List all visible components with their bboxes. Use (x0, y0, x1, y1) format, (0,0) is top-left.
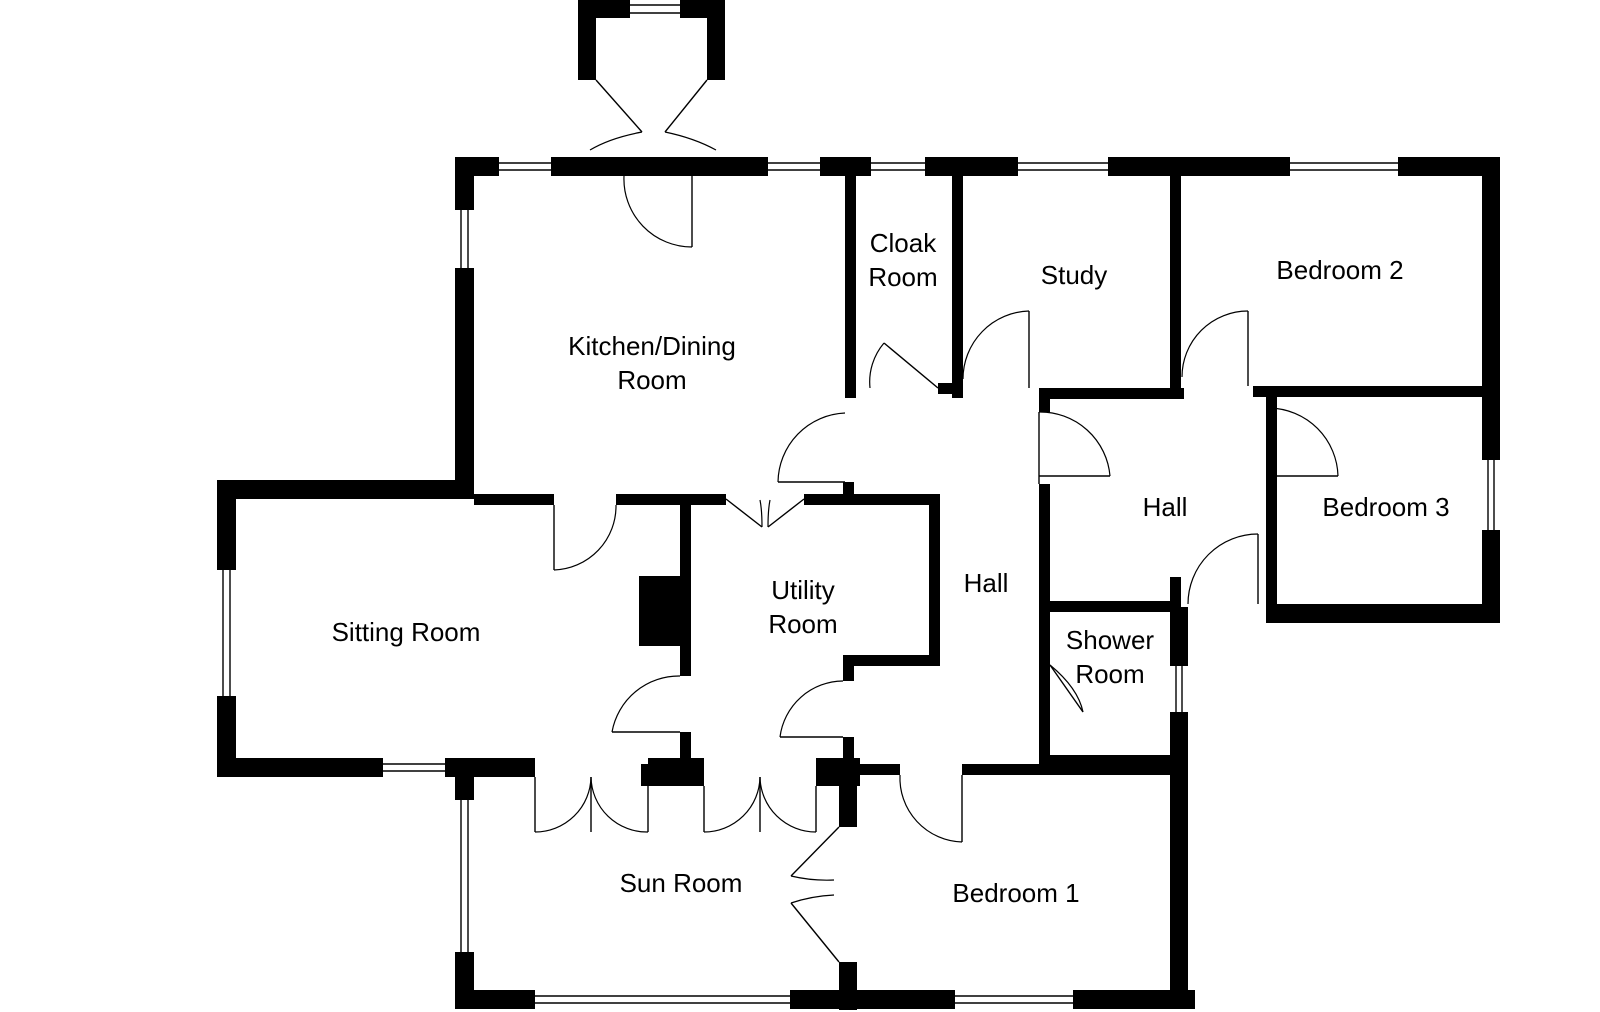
door-bedroom-3 (1266, 407, 1339, 477)
window-sitting-bottom (383, 758, 445, 777)
door-study (962, 310, 1030, 388)
room-label-cloak-room-line2: Room (868, 262, 937, 292)
door-sitting-utility (611, 675, 681, 733)
room-label-shower-room-line1: Shower (1066, 625, 1154, 655)
room-label-utility-room-line2: Room (768, 609, 837, 639)
room-label-kitchen-dining-line1: Kitchen/Dining (568, 331, 736, 361)
door-hall-right (1038, 411, 1111, 484)
door-sun-double-right (703, 776, 817, 833)
door-utility-double (725, 498, 805, 528)
window-kitchen-top (499, 157, 551, 176)
room-label-sun-room: Sun Room (620, 868, 743, 898)
window-study (1018, 157, 1108, 176)
walls (217, 0, 1500, 1010)
room-label-kitchen-dining-line2: Room (617, 365, 686, 395)
door-kitchen-hall (777, 412, 846, 483)
room-label-study: Study (1041, 260, 1108, 290)
window-sun-bottom (535, 990, 790, 1009)
window-porch (630, 0, 680, 18)
window-bedroom-2 (1290, 157, 1398, 176)
window-shower-room (1170, 666, 1188, 712)
room-label-hall-center: Hall (964, 568, 1009, 598)
room-labels: Cloak Room Study Bedroom 2 Kitchen/Dinin… (332, 228, 1450, 908)
room-label-bedroom-1: Bedroom 1 (952, 878, 1079, 908)
door-utility-hall (779, 680, 844, 738)
door-bedroom-2 (1181, 310, 1249, 386)
window-bedroom-1-bottom (955, 990, 1073, 1009)
window-sun-left (455, 800, 474, 952)
door-kitchen-entrance (623, 175, 693, 248)
window-kitchen-top-right (768, 157, 820, 176)
room-label-cloak-room-line1: Cloak (870, 228, 937, 258)
room-label-sitting-room: Sitting Room (332, 617, 481, 647)
door-porch-opening (589, 79, 717, 151)
room-label-bedroom-3: Bedroom 3 (1322, 492, 1449, 522)
window-sitting-left (217, 570, 236, 696)
door-hall-bedroom-3-lower (1187, 533, 1259, 605)
doors (534, 79, 1339, 963)
window-kitchen-left (455, 210, 474, 268)
door-sun-bedroom-1 (790, 826, 840, 963)
door-sun-double-left (534, 776, 649, 833)
door-shower-room (1049, 664, 1084, 713)
windows (217, 0, 1500, 1009)
window-bedroom-3-right (1482, 460, 1500, 530)
room-label-hall-right: Hall (1143, 492, 1188, 522)
room-label-utility-room-line1: Utility (771, 575, 835, 605)
window-cloak-room (871, 157, 925, 176)
room-label-shower-room-line2: Room (1075, 659, 1144, 689)
door-bedroom-1 (899, 774, 963, 843)
door-kitchen-sitting (553, 504, 617, 571)
room-label-bedroom-2: Bedroom 2 (1276, 255, 1403, 285)
door-cloak-room (869, 342, 939, 389)
